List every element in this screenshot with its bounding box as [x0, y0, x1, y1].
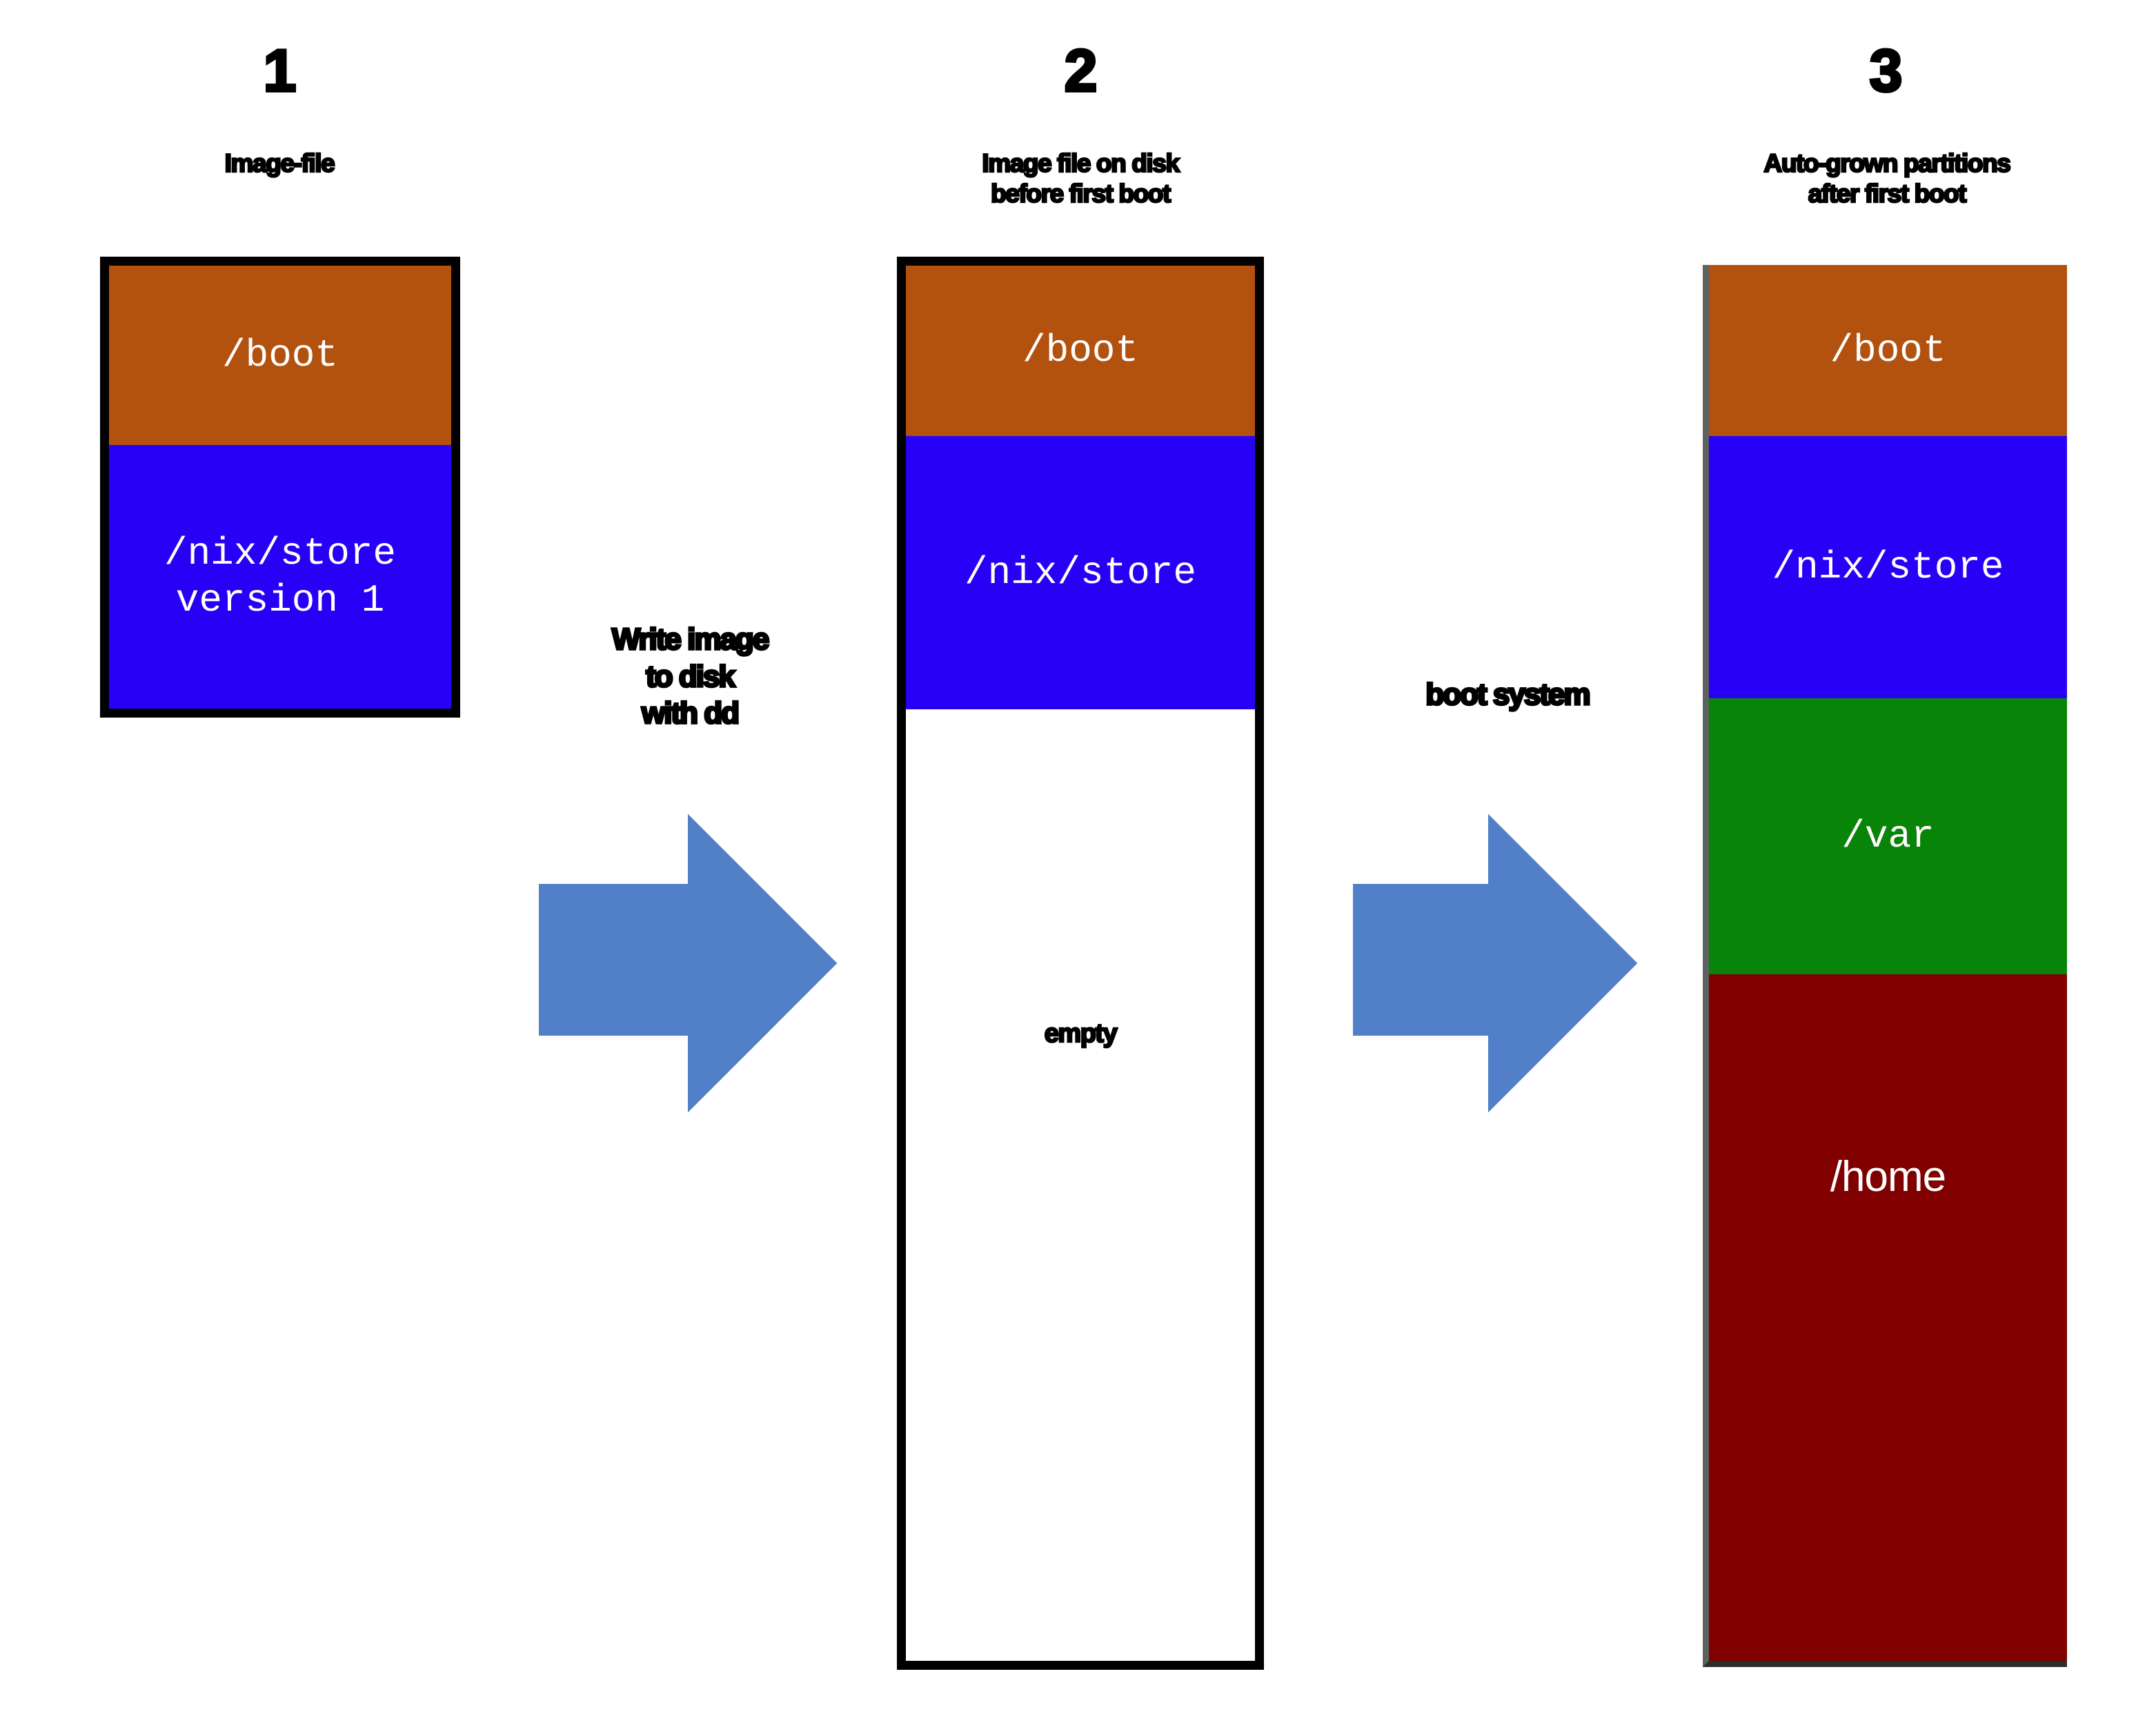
- partition-var-step3: /var: [1709, 698, 2067, 974]
- step-1-number: 1: [262, 38, 298, 104]
- partition-label-boot-step1: /boot: [221, 333, 339, 377]
- step-1-caption: Image-file: [224, 148, 336, 179]
- step-2-number: 2: [1063, 38, 1099, 104]
- partition-boot-step3: /boot: [1709, 265, 2067, 436]
- arrow-group-write-image: Write image to disk with dd: [531, 621, 849, 1118]
- partition-home-step3: /home: [1709, 974, 2067, 1661]
- disk-image-on-disk: /boot /nix/store empty: [897, 257, 1264, 1670]
- partition-empty-step2: empty: [906, 709, 1255, 1661]
- arrow-label-boot-system: boot system: [1425, 676, 1592, 712]
- arrow-right-icon-2: [1353, 814, 1638, 1113]
- partition-boot-step2: /boot: [906, 266, 1255, 436]
- arrow-label-write-image: Write image to disk with dd: [611, 621, 771, 731]
- disk-image-file: /boot /nix/store version 1: [100, 257, 460, 718]
- partition-sublabel-nix-store-step1: version 1: [175, 578, 385, 622]
- partition-label-boot-step3: /boot: [1830, 328, 1946, 373]
- step-2-caption: Image file on disk before first boot: [981, 148, 1180, 208]
- disk-auto-grown: /boot /nix/store /var /home: [1703, 265, 2067, 1667]
- step-3-caption: Auto-grown partitions after first boot: [1763, 148, 2012, 208]
- partition-label-var-step3: /var: [1841, 814, 1935, 858]
- partition-label-home-step3: /home: [1830, 1153, 1946, 1201]
- arrow-group-boot-system: boot system: [1352, 676, 1670, 1118]
- partition-nix-store-step3: /nix/store: [1709, 436, 2067, 698]
- partition-nix-store-step2: /nix/store: [906, 436, 1255, 709]
- partition-label-nix-store-step2: /nix/store: [964, 550, 1197, 595]
- partition-label-boot-step2: /boot: [1022, 328, 1139, 373]
- partition-label-empty-step2: empty: [1043, 1018, 1118, 1049]
- partition-boot-step1: /boot: [109, 266, 451, 445]
- partition-nix-store-step1: /nix/store version 1: [109, 445, 451, 709]
- step-3-number: 3: [1868, 38, 1904, 104]
- partition-label-nix-store-step1: /nix/store: [164, 531, 397, 575]
- partition-label-nix-store-step3: /nix/store: [1772, 544, 2004, 589]
- arrow-right-icon-1: [539, 814, 838, 1113]
